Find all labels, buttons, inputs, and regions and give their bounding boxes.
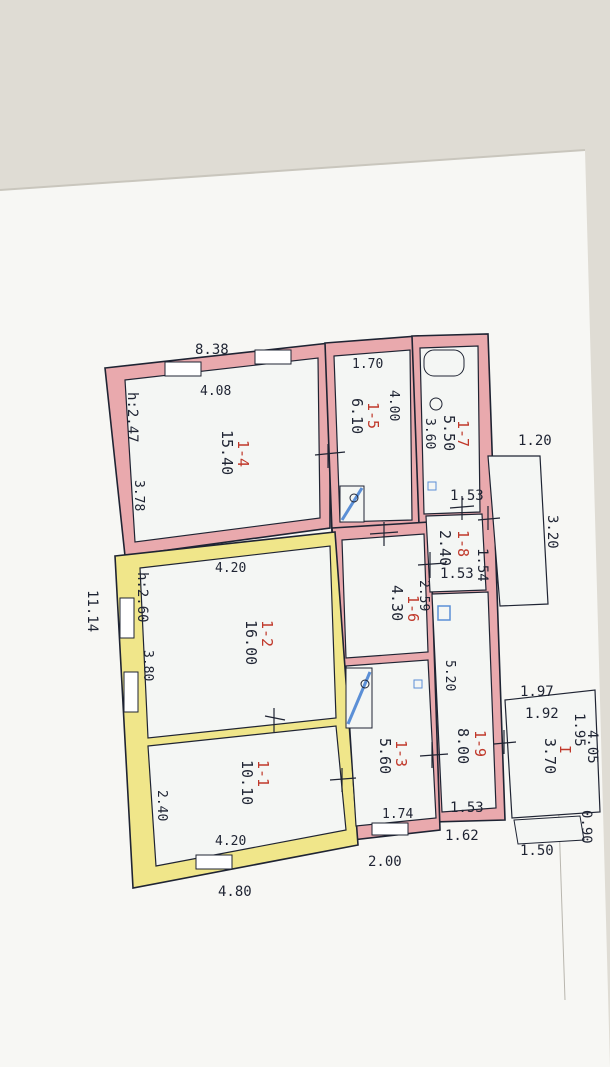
room-1-5-area: 6.10 xyxy=(348,398,366,434)
dim-annex-right: 3.20 xyxy=(544,515,560,549)
room-1-8-index: 1-8 xyxy=(454,530,472,557)
room-1-3-area: 5.60 xyxy=(376,738,394,774)
fixture-icon xyxy=(413,679,423,689)
room-labels: 4.08 1-4 15.40 3.78 1.70 4.00 1-5 6.10 1… xyxy=(131,357,574,849)
room-1-9-area: 8.00 xyxy=(454,728,472,764)
room-1-5-index: 1-5 xyxy=(364,402,382,429)
dim-porch-a: 1.97 xyxy=(520,684,554,700)
room-1-9-width: 5.20 xyxy=(442,660,457,691)
room-1-2-depth: 3.80 xyxy=(140,650,155,681)
room-1-5-width: 1.70 xyxy=(352,357,383,372)
dim-corridor-top: 1.53 xyxy=(450,488,484,504)
room-1-3-index: 1-3 xyxy=(392,740,410,767)
window xyxy=(195,854,233,870)
window xyxy=(119,597,135,639)
bathtub-icon xyxy=(423,349,465,377)
porch xyxy=(487,455,601,845)
room-1-8-area: 2.40 xyxy=(436,530,454,566)
room-1-7-area: 5.50 xyxy=(440,415,458,451)
dim-overall-bottom: 4.80 xyxy=(218,884,252,900)
fixtures xyxy=(339,349,465,729)
dim-right-small: 1.20 xyxy=(518,433,552,449)
porch-steps xyxy=(513,815,585,845)
room-1-5 xyxy=(333,349,413,523)
room-1-4 xyxy=(124,357,321,543)
window xyxy=(123,671,139,713)
height-2: h:2.60 xyxy=(134,572,150,623)
room-1-6-area: 4.30 xyxy=(388,585,406,621)
paper-fold xyxy=(0,149,586,191)
room-1-4-area: 15.40 xyxy=(218,430,236,475)
room-I-index: I xyxy=(556,745,574,754)
dim-hall: 1.53 xyxy=(440,566,474,582)
room-1-4-width: 4.08 xyxy=(200,384,231,399)
room-1-1-width: 4.20 xyxy=(215,834,246,849)
room-1-7-width: 3.60 xyxy=(422,418,437,449)
dim-porch-c: 1.95 xyxy=(571,713,587,747)
room-1-9-index: 1-9 xyxy=(471,730,489,757)
window xyxy=(164,361,202,377)
dim-porch-right: 4.05 xyxy=(584,730,600,764)
room-1-9 xyxy=(431,591,497,813)
fixture-icon xyxy=(427,481,437,491)
room-1-2-area: 16.00 xyxy=(242,620,260,665)
dim-left-side-total: 11.14 xyxy=(84,590,100,632)
room-1-6-width: 2.59 xyxy=(416,580,431,611)
room-1-8 xyxy=(425,513,487,593)
room-1-2 xyxy=(139,545,337,739)
sink-icon xyxy=(429,397,443,411)
room-I-area: 3.70 xyxy=(541,738,559,774)
height-1: h:2.47 xyxy=(124,392,140,443)
room-1-1-index: 1-1 xyxy=(254,760,272,787)
dim-corr-b: 1.53 xyxy=(450,800,484,816)
room-1-3-width: 1.74 xyxy=(382,807,413,822)
room-1-7 xyxy=(419,345,481,515)
room-interiors xyxy=(124,345,497,867)
windows xyxy=(119,349,409,870)
dimension-labels: 8.38 4.80 2.00 1.62 1.50 1.20 1.53 1.97 … xyxy=(84,342,600,900)
dim-hall-top: 1.54 xyxy=(474,548,490,582)
room-1-5-depth: 4.00 xyxy=(386,390,401,421)
room-1-4-depth: 3.78 xyxy=(131,480,146,511)
dim-corridor-bottom: 1.62 xyxy=(445,828,479,844)
room-1-2-index: 1-2 xyxy=(258,620,276,647)
room-1-6 xyxy=(341,533,429,659)
window xyxy=(254,349,292,365)
room-1-1 xyxy=(147,725,347,867)
room-1-1-area: 10.10 xyxy=(238,760,256,805)
meter-icon xyxy=(437,605,451,621)
door-marks xyxy=(264,444,517,792)
room-I xyxy=(504,689,601,819)
room-1-7-index: 1-7 xyxy=(454,420,472,447)
room-1-6-index: 1-6 xyxy=(404,595,422,622)
room-1-1-depth: 2.40 xyxy=(154,790,169,821)
annex-right xyxy=(487,455,549,607)
window xyxy=(371,822,409,836)
room-1-2-width: 4.20 xyxy=(215,561,246,576)
dim-porch-bottom: 1.50 xyxy=(520,843,554,859)
dim-porch-b: 1.92 xyxy=(525,706,559,722)
dim-porch-side: 0.90 xyxy=(578,810,594,844)
room-1-4-index: 1-4 xyxy=(234,440,252,467)
dim-overall-width: 8.38 xyxy=(195,342,229,358)
dim-bottom-mid: 2.00 xyxy=(368,854,402,870)
